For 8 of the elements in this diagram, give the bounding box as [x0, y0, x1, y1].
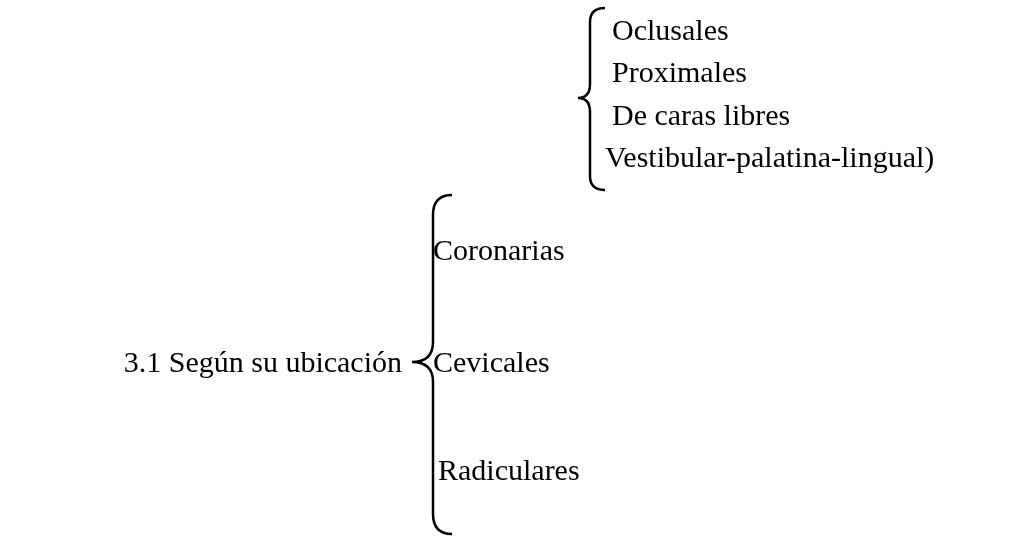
label-text: Oclusales [612, 15, 729, 45]
label-text: De caras libres [612, 100, 791, 130]
label-text: Radiculares [438, 455, 580, 485]
label-text: 3.1 Según su ubicación [123, 347, 402, 377]
label-text: Coronarias [433, 235, 565, 265]
label-text: Vestibular-palatina-lingual) [605, 142, 935, 172]
label-text: Proximales [612, 57, 747, 87]
label-text: Cevicales [433, 347, 550, 377]
